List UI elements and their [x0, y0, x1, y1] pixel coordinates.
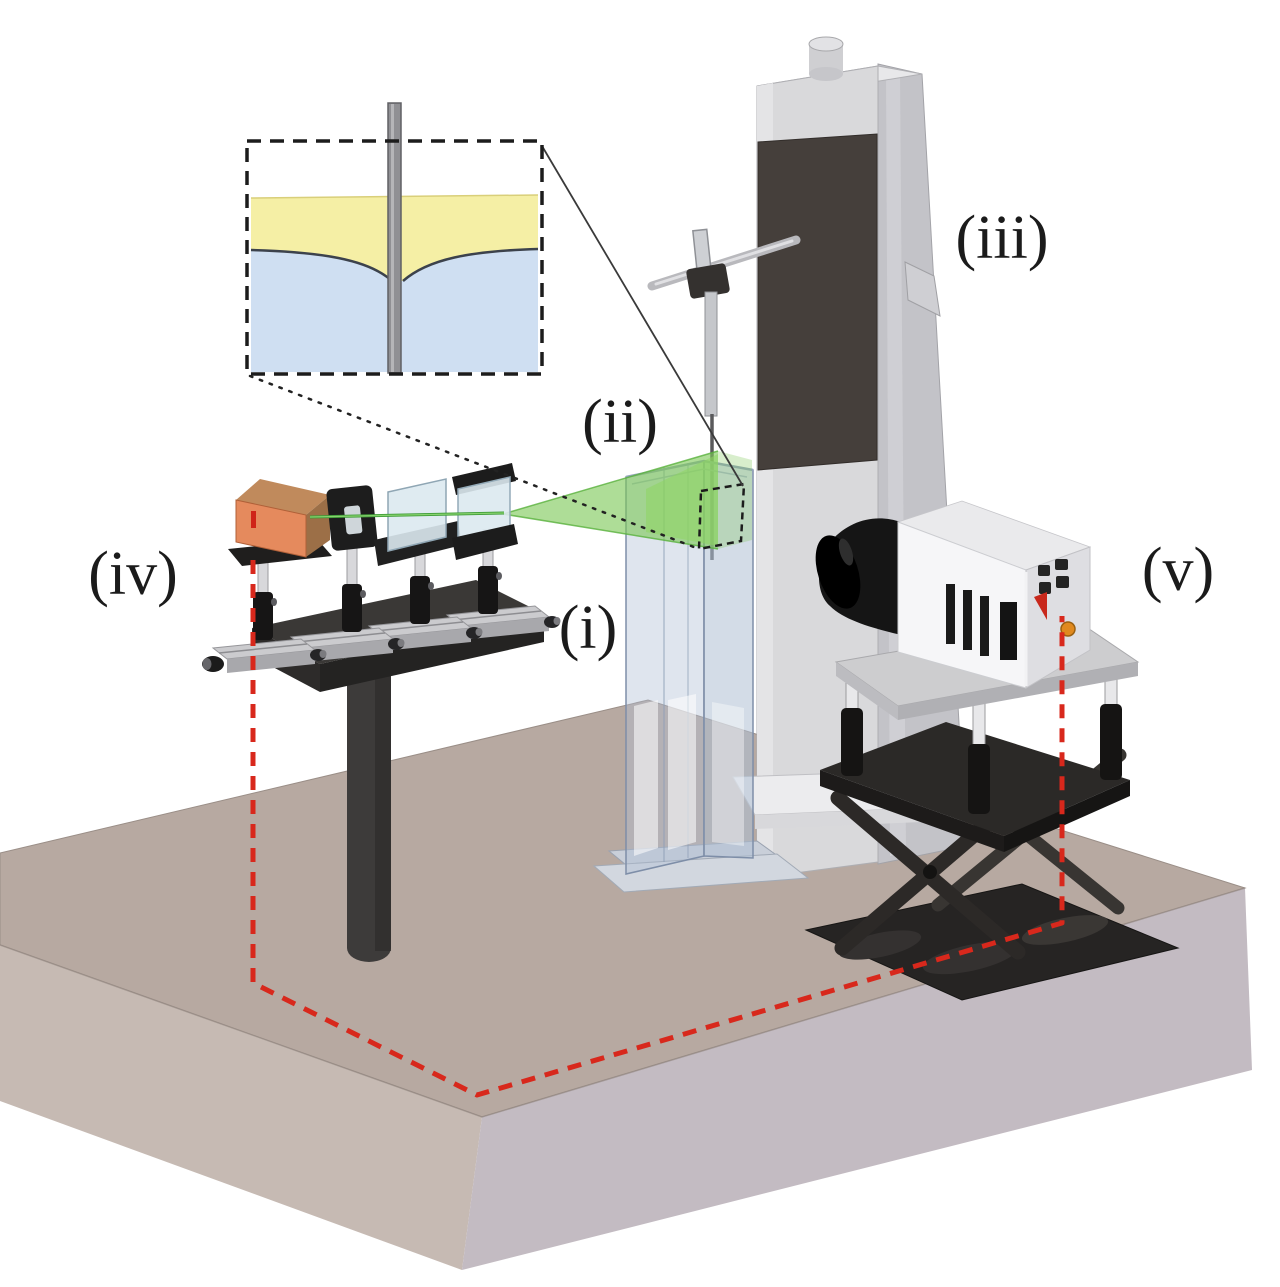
- camera-port: [1038, 565, 1050, 576]
- jack-top-plate-side-left: [820, 770, 1004, 852]
- laser-sheet-top-edge: [502, 450, 719, 515]
- camera: [815, 500, 1092, 689]
- inset-rod: [387, 102, 402, 374]
- camera-vent-slit: [980, 596, 989, 656]
- camera-assembly: [804, 500, 1180, 1001]
- column-carriage-panel: [757, 133, 878, 471]
- table-leg: [1100, 675, 1122, 780]
- jack-folded-arm: [838, 930, 922, 960]
- lens-optic: [374, 478, 462, 566]
- aperture-optic: [326, 485, 378, 551]
- table-front-edge: [898, 662, 1138, 720]
- tank-window-cutout: [668, 694, 696, 850]
- tank-base-plate-lower: [592, 853, 810, 893]
- jack-top-plate-side-right: [1004, 780, 1130, 852]
- pedestal-pole-shade: [375, 655, 391, 951]
- column-top-knob: [808, 36, 844, 81]
- base-front-left-face: [0, 945, 482, 1270]
- tank-window-cutout: [712, 702, 744, 846]
- laser-source: [228, 479, 332, 566]
- laser-sheet-inside-tank: [718, 451, 752, 549]
- laser-beam-core: [309, 512, 505, 518]
- tank-window-cutout: [634, 700, 658, 856]
- aperture-hole: [344, 505, 363, 535]
- label-laser-sheet: (ii): [582, 388, 658, 456]
- jack-pivot: [923, 865, 937, 879]
- camera-vent-slit: [963, 590, 972, 650]
- inset-connector-dotted: [248, 374, 701, 551]
- laser-front-marking: [251, 511, 256, 528]
- table-left-edge: [836, 662, 898, 720]
- camera-vent-slit-wide: [1000, 602, 1017, 660]
- cross-arm-assembly: [647, 228, 801, 560]
- rod-holder-bar: [704, 291, 718, 417]
- inset-zoom-view: [245, 102, 544, 376]
- camera-port: [1039, 582, 1051, 594]
- inset-interface-curve-left: [250, 248, 393, 282]
- camera-lens-glint: [838, 538, 854, 566]
- optic-clamp-bottom: [452, 524, 518, 560]
- inset-interface-curve-right: [402, 247, 539, 282]
- inset-connector-solid: [541, 145, 744, 487]
- camera-cable-plug: [1034, 592, 1047, 620]
- jack-folded-arm: [922, 941, 1018, 975]
- label-camera: (v): [1142, 536, 1214, 604]
- column-gusset-fin: [904, 261, 941, 317]
- table-leg: [968, 699, 990, 814]
- laser-sheet: [502, 450, 752, 550]
- camera-vent-slit: [946, 584, 955, 644]
- inset-dashed-border: [245, 139, 544, 376]
- label-stage-column: (iii): [956, 204, 1049, 272]
- figure-labels: (i) (ii) (iii) (iv) (v): [88, 204, 1214, 662]
- cable-path: [250, 560, 1065, 1098]
- camera-port: [1055, 559, 1068, 570]
- roi-dashed-box: [697, 482, 746, 551]
- laser-body-side: [306, 495, 330, 557]
- camera-port: [1056, 576, 1069, 588]
- label-tank: (i): [559, 594, 618, 662]
- label-optical-bench: (iv): [88, 540, 178, 608]
- cross-arm-bracket: [686, 263, 730, 299]
- laser-body-top: [236, 479, 330, 515]
- inset-rod-highlight: [391, 104, 394, 372]
- jack-folded-arm: [1021, 915, 1109, 945]
- cylindrical-lens-optic: [452, 463, 518, 560]
- base-front-right-face: [462, 888, 1252, 1270]
- cross-arm-rod-highlight: [654, 239, 794, 286]
- inset-connector-lines: [248, 145, 744, 551]
- optical-bench: [201, 463, 562, 962]
